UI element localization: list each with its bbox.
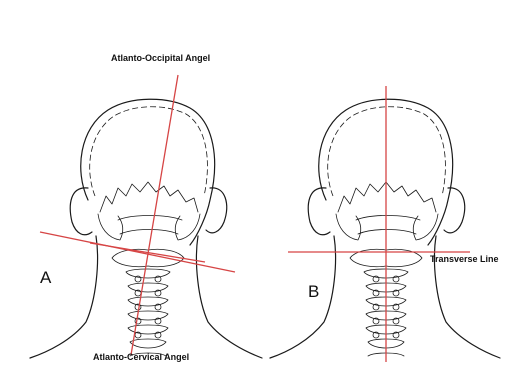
atlanto-occipital-angle-label: Atlanto-Occipital Angel [111,53,210,63]
panel-b-neck-left [270,236,336,358]
panel-b-occipital-ridge [338,182,436,212]
panel-a-label: A [40,268,51,288]
panel-b-left-ear [308,188,330,235]
panel-a-left-ear [70,188,92,235]
panel-a-skull-base [118,216,182,235]
atlanto-cervical-angle-label: Atlanto-Cervical Angel [93,352,189,362]
panel-a-occipital-transverse-line [40,232,235,272]
panel-b-label: B [308,282,319,302]
transverse-line-label: Transverse Line [430,254,499,264]
panel-a-right-ear [206,188,227,233]
panel-a-neck-right [196,236,262,358]
panel-b-skull-base [356,216,420,235]
panel-a-neck-left [30,236,98,358]
panel-b-mastoid-left [336,214,361,240]
panel-b-drawing [270,99,500,358]
panel-a-occipital-axis-line [131,75,178,355]
panel-a-drawing [30,99,262,358]
panel-a-occipital-ridge [100,182,198,212]
panel-b-right-ear [444,188,465,233]
panel-a-mastoid-left [98,214,123,240]
